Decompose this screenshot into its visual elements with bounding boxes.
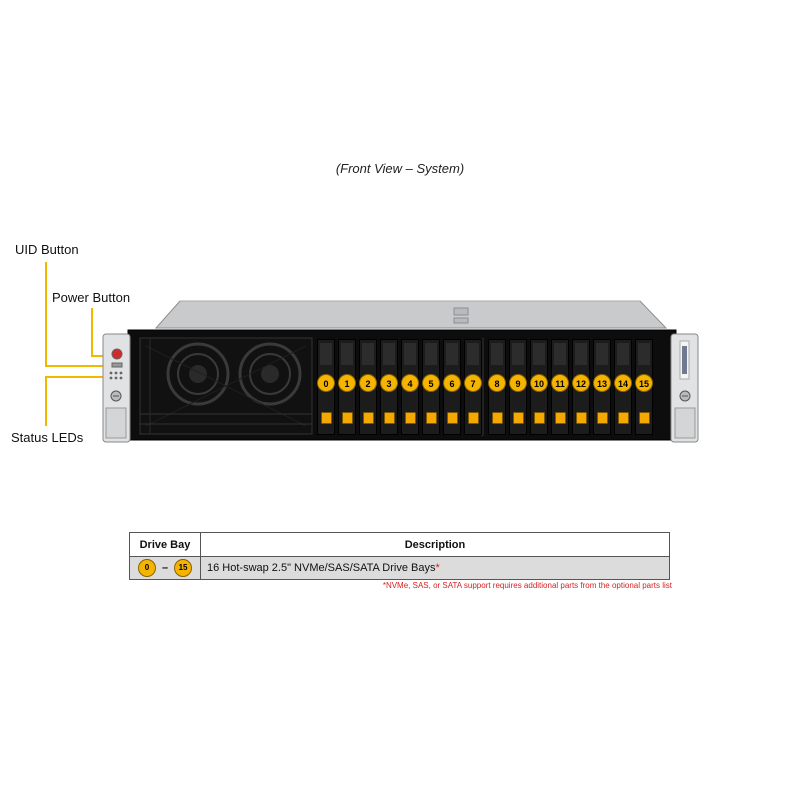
- drive-bay[interactable]: 14: [614, 339, 632, 435]
- drive-bay-number: 7: [464, 374, 482, 392]
- drive-bay-number: 4: [401, 374, 419, 392]
- status-callout-line-v: [45, 376, 47, 426]
- drive-bay[interactable]: 5: [422, 339, 440, 435]
- drive-bay-number: 9: [509, 374, 527, 392]
- drive-bay[interactable]: 7: [464, 339, 482, 435]
- drive-latch-icon[interactable]: [597, 412, 608, 424]
- uid-button-label: UID Button: [15, 242, 79, 257]
- drive-latch-icon[interactable]: [405, 412, 416, 424]
- drive-bay-number: 14: [614, 374, 632, 392]
- drive-latch-icon[interactable]: [321, 412, 332, 424]
- drive-bay-range-cell: 0 – 15: [129, 556, 201, 580]
- power-button-icon[interactable]: [111, 348, 123, 360]
- power-callout-line-h: [91, 355, 109, 357]
- front-view-caption: (Front View – System): [335, 161, 465, 176]
- drive-bay[interactable]: 4: [401, 339, 419, 435]
- drive-bay[interactable]: 8: [488, 339, 506, 435]
- drive-bay[interactable]: 3: [380, 339, 398, 435]
- drive-bay-number: 0: [317, 374, 335, 392]
- status-leds-label: Status LEDs: [11, 430, 84, 445]
- drive-bay[interactable]: 11: [551, 339, 569, 435]
- status-callout-line-h: [45, 376, 105, 378]
- drive-bay-number: 10: [530, 374, 548, 392]
- drive-latch-icon[interactable]: [534, 412, 545, 424]
- drive-latch-icon[interactable]: [576, 412, 587, 424]
- drive-bay-number: 11: [551, 374, 569, 392]
- drive-bay[interactable]: 10: [530, 339, 548, 435]
- left-rack-ear: [102, 333, 131, 443]
- server-chassis: 0 1 2 3 4 5 6 7 8 9 10 11 12 13 14 15: [98, 296, 703, 446]
- drive-latch-icon[interactable]: [513, 412, 524, 424]
- drive-bay[interactable]: 6: [443, 339, 461, 435]
- drive-bay[interactable]: 9: [509, 339, 527, 435]
- footnote: *NVMe, SAS, or SATA support requires add…: [382, 581, 672, 590]
- drive-latch-icon[interactable]: [363, 412, 374, 424]
- table-header-description: Description: [200, 532, 670, 557]
- drive-latch-icon[interactable]: [639, 412, 650, 424]
- drive-bay[interactable]: 15: [635, 339, 653, 435]
- drive-latch-icon[interactable]: [426, 412, 437, 424]
- uid-callout-line-h: [45, 365, 105, 367]
- table-row: 0 – 15 16 Hot-swap 2.5" NVMe/SAS/SATA Dr…: [129, 556, 670, 580]
- bay-end-badge: 15: [174, 559, 193, 577]
- status-led-icons: [109, 371, 123, 380]
- power-callout-line-v: [91, 308, 93, 356]
- drive-bay[interactable]: 13: [593, 339, 611, 435]
- drive-bay-number: 8: [488, 374, 506, 392]
- power-button-label: Power Button: [52, 290, 131, 305]
- drive-bay-table: Drive Bay Description 0 – 15 16 Hot-swap…: [129, 532, 670, 580]
- drive-bay[interactable]: 1: [338, 339, 356, 435]
- right-rack-ear: [670, 333, 699, 443]
- drive-bay-number: 2: [359, 374, 377, 392]
- bay-range-separator: –: [161, 562, 169, 574]
- drive-latch-icon[interactable]: [555, 412, 566, 424]
- drive-bay[interactable]: 2: [359, 339, 377, 435]
- drive-bay[interactable]: 0: [317, 339, 335, 435]
- uid-callout-line-v: [45, 262, 47, 367]
- drive-bay-number: 15: [635, 374, 653, 392]
- drive-bay-number: 5: [422, 374, 440, 392]
- uid-button-icon[interactable]: [111, 362, 123, 368]
- drive-bay-number: 12: [572, 374, 590, 392]
- drive-bay[interactable]: 12: [572, 339, 590, 435]
- description-cell: 16 Hot-swap 2.5" NVMe/SAS/SATA Drive Bay…: [200, 556, 670, 580]
- drive-latch-icon[interactable]: [384, 412, 395, 424]
- drive-latch-icon[interactable]: [618, 412, 629, 424]
- table-header-row: Drive Bay Description: [129, 532, 670, 557]
- footnote-asterisk: *: [435, 562, 440, 574]
- drive-latch-icon[interactable]: [492, 412, 503, 424]
- drive-bay-number: 13: [593, 374, 611, 392]
- drive-latch-icon[interactable]: [468, 412, 479, 424]
- drive-bay-number: 3: [380, 374, 398, 392]
- drive-latch-icon[interactable]: [342, 412, 353, 424]
- table-header-drive-bay: Drive Bay: [129, 532, 201, 557]
- fan-grille-icon: [139, 337, 313, 435]
- drive-bay-number: 6: [443, 374, 461, 392]
- drive-bay-number: 1: [338, 374, 356, 392]
- drive-latch-icon[interactable]: [447, 412, 458, 424]
- bay-start-badge: 0: [137, 559, 156, 577]
- description-text: 16 Hot-swap 2.5" NVMe/SAS/SATA Drive Bay…: [207, 562, 436, 574]
